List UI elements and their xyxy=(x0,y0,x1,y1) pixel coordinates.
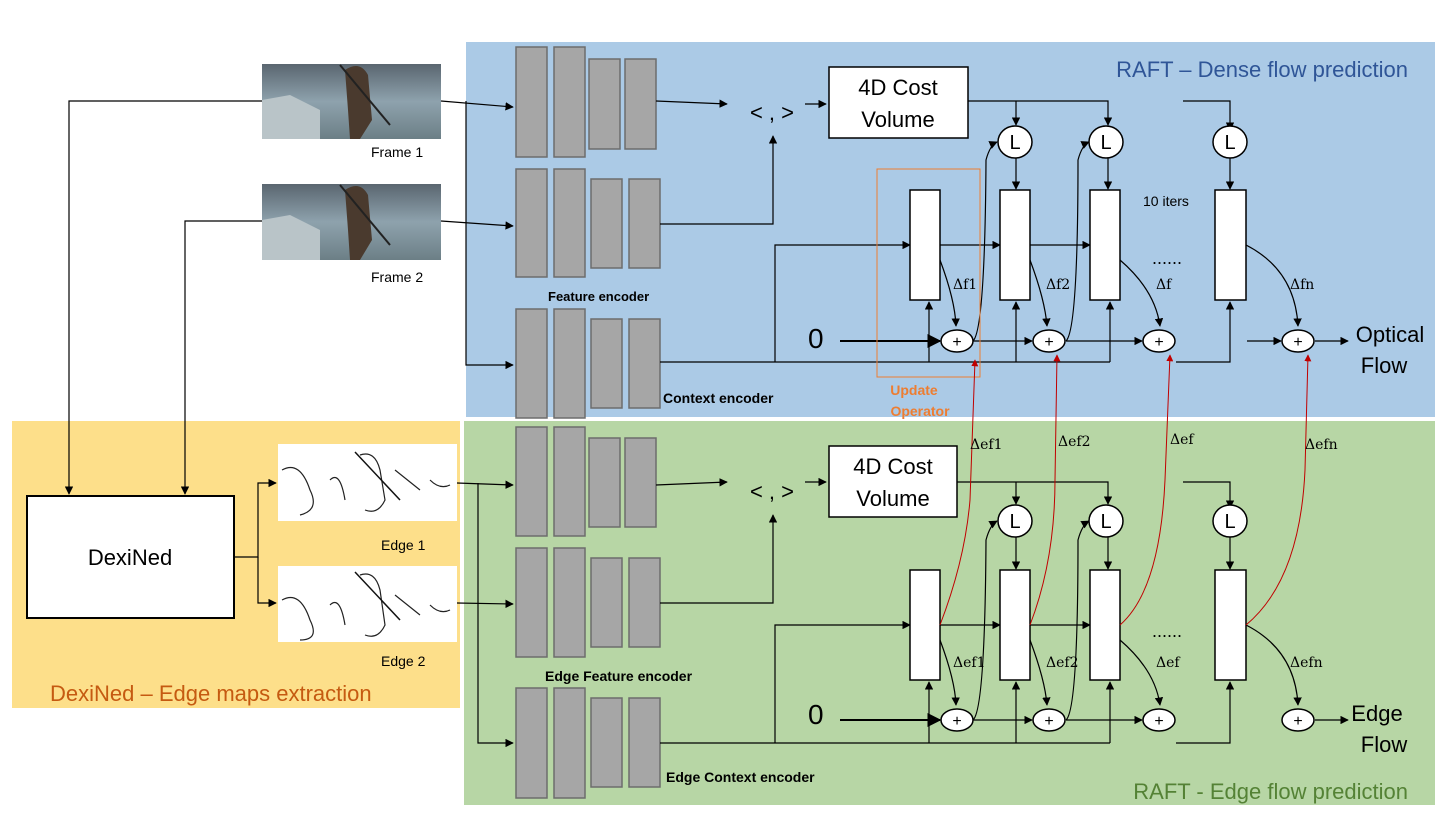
delta-efn-label-bottom: Δefn xyxy=(1290,655,1323,671)
delta-efn-label: Δefn xyxy=(1305,437,1338,453)
delta-f2-label: Δf2 xyxy=(1046,277,1070,293)
edge-context-encoder xyxy=(515,687,661,799)
cost-volume-bottom-line2: Volume xyxy=(856,486,929,511)
edge-flow-label-1: Edge xyxy=(1351,701,1402,726)
plus-sign: + xyxy=(1044,713,1053,730)
sum-nodes-bottom xyxy=(940,708,1315,732)
plus-sign: + xyxy=(1154,713,1163,730)
update-operator-box xyxy=(876,168,981,378)
optical-flow-label-1: Optical xyxy=(1356,322,1424,347)
frame2-label: Frame 2 xyxy=(371,269,423,285)
delta-ef2-label: Δef2 xyxy=(1058,434,1090,450)
input-connectors xyxy=(64,100,514,748)
cost-volume-bottom-line1: 4D Cost xyxy=(853,454,932,479)
delta-ef1-label: Δef1 xyxy=(970,437,1002,453)
raft-bottom-wiring xyxy=(655,477,1349,744)
delta-ef-label-bottom: Δef xyxy=(1156,655,1181,671)
delta-fn-label: Δfn xyxy=(1290,277,1314,293)
update-blocks-bottom xyxy=(909,569,1247,681)
dexined-label: DexiNed xyxy=(88,545,172,570)
ellipsis-top: ...... xyxy=(1152,248,1182,268)
cost-volume-top xyxy=(828,66,969,139)
frame1-label: Frame 1 xyxy=(371,144,423,160)
plus-sign: + xyxy=(1293,713,1302,730)
plus-sign: + xyxy=(1154,334,1163,351)
edge1-image xyxy=(278,444,457,521)
update-operator-label-2: Operator xyxy=(890,403,950,419)
edge2-label: Edge 2 xyxy=(381,653,426,669)
ellipsis-bottom: ...... xyxy=(1152,621,1182,641)
lookup-nodes-bottom xyxy=(997,504,1248,538)
delta-ef1-label-bottom: Δef1 xyxy=(953,655,985,671)
zero-init-top: 0 xyxy=(808,323,824,354)
edge-context-encoder-label: Edge Context encoder xyxy=(666,769,815,785)
lookup-label: L xyxy=(1100,511,1111,533)
feature-encoder-label: Feature encoder xyxy=(548,289,649,304)
sum-nodes-top xyxy=(940,329,1315,353)
update-blocks-top xyxy=(909,189,1247,301)
frame1-image xyxy=(262,64,441,139)
raft-panel-title: RAFT – Dense flow prediction xyxy=(1116,57,1408,82)
edge1-label: Edge 1 xyxy=(381,537,426,553)
update-operator-label-1: Update xyxy=(890,382,938,398)
edge-feature-encoder xyxy=(515,426,661,658)
edge-delta-connectors xyxy=(939,354,1312,626)
plus-sign: + xyxy=(1293,334,1302,351)
iterations-label: 10 iters xyxy=(1143,193,1189,209)
edge-panel-title: RAFT - Edge flow prediction xyxy=(1133,779,1408,804)
delta-f1-label: Δf1 xyxy=(953,277,977,293)
cost-volume-top-line2: Volume xyxy=(861,107,934,132)
plus-sign: + xyxy=(952,334,961,351)
context-encoder xyxy=(515,308,661,419)
zero-init-bottom: 0 xyxy=(808,699,824,730)
edge2-image xyxy=(278,566,457,642)
dexined-panel-title: DexiNed – Edge maps extraction xyxy=(50,681,372,706)
plus-sign: + xyxy=(952,713,961,730)
frame2-image xyxy=(262,184,441,260)
lookup-label: L xyxy=(1100,132,1111,154)
plus-sign: + xyxy=(1044,334,1053,351)
edge-feature-encoder-label: Edge Feature encoder xyxy=(545,668,693,684)
lookup-label: L xyxy=(1224,511,1235,533)
cost-volume-top-line1: 4D Cost xyxy=(858,75,937,100)
feature-encoder xyxy=(515,46,661,278)
delta-f-label: Δf xyxy=(1156,277,1173,293)
dexined-box xyxy=(26,495,235,619)
edge-flow-label-2: Flow xyxy=(1361,732,1408,757)
raft-top-wiring xyxy=(655,99,1349,363)
lookup-label: L xyxy=(1009,511,1020,533)
correlation-op-bottom: < , > xyxy=(750,479,794,504)
lookup-nodes-top xyxy=(997,125,1248,159)
lookup-label: L xyxy=(1224,132,1235,154)
optical-flow-label-2: Flow xyxy=(1361,353,1408,378)
lookup-label: L xyxy=(1009,132,1020,154)
correlation-op-top: < , > xyxy=(750,100,794,125)
delta-ef2-label-bottom: Δef2 xyxy=(1046,655,1078,671)
delta-ef-label: Δef xyxy=(1170,432,1195,448)
context-encoder-label: Context encoder xyxy=(663,390,774,406)
cost-volume-bottom xyxy=(828,445,958,518)
